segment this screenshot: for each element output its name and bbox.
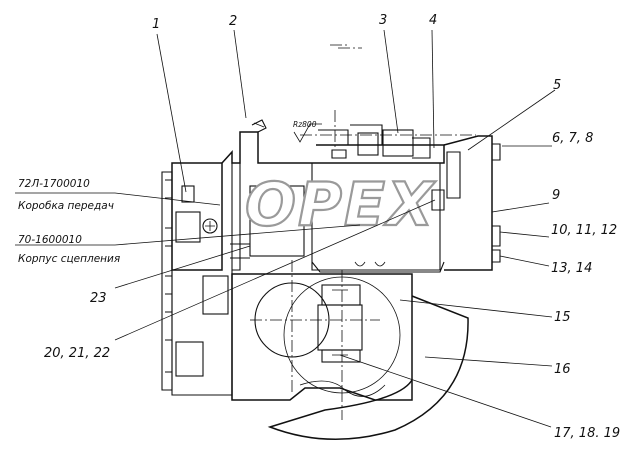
component-notes: 72Л-1700010 Коробка передач 70-1600010 К…: [18, 178, 120, 265]
callout-13-14: 13, 14: [551, 261, 592, 276]
callouts: 1 2 3 4 5 6, 7, 8 9 10, 11, 12 13, 14 15…: [44, 13, 620, 441]
housing-outline: [161, 44, 501, 440]
callout-6-7-8: 6, 7, 8: [552, 131, 593, 146]
callout-15: 15: [554, 310, 571, 325]
gearbox-code: 72Л-1700010: [18, 178, 90, 190]
callout-10-11-12: 10, 11, 12: [551, 223, 617, 238]
clutch-code: 70-1600010: [18, 234, 82, 246]
callout-9: 9: [552, 188, 560, 203]
roughness-text: Rz800: [293, 120, 317, 129]
watermark-logo: OPEX: [245, 170, 436, 240]
callout-1: 1: [152, 17, 160, 32]
callout-3: 3: [379, 13, 387, 28]
callout-20-21-22: 20, 21, 22: [44, 346, 110, 361]
clutch-name: Корпус сцепления: [18, 253, 120, 265]
callout-16: 16: [554, 362, 571, 377]
callout-5: 5: [553, 78, 561, 93]
gearbox-name: Коробка передач: [18, 200, 114, 212]
leader-lines: [15, 29, 556, 428]
callout-23: 23: [90, 291, 107, 306]
callout-4: 4: [429, 13, 437, 28]
callout-2: 2: [229, 14, 237, 29]
callout-17-18-19: 17, 18. 19: [554, 426, 620, 441]
roughness-mark: Rz800: [293, 120, 322, 143]
